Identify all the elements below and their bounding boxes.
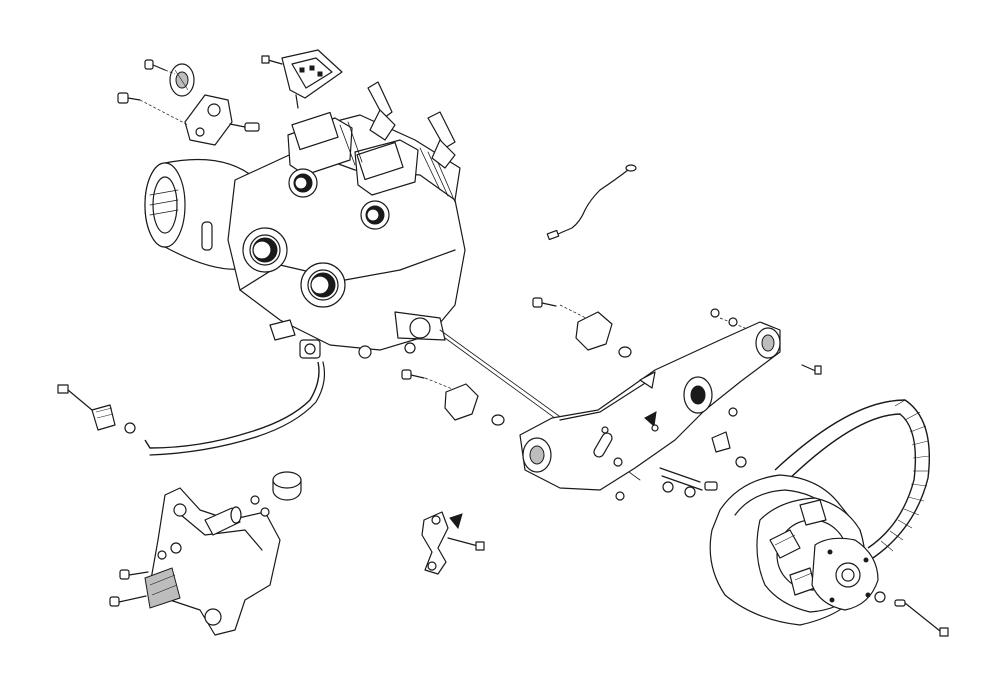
mount-bushing: [444, 311, 632, 426]
starter-handle-assembly: [261, 49, 343, 109]
screw: [447, 537, 485, 551]
spark-plug-caps: [367, 81, 456, 169]
link-rod: [615, 467, 718, 501]
coil-bracket: [184, 94, 233, 146]
throttle-bracket-assembly: [421, 511, 485, 575]
small-bracket: [711, 431, 731, 453]
screw: [261, 55, 283, 65]
belt-teeth: [880, 399, 930, 552]
bolt: [229, 122, 260, 132]
cable-adjuster: [57, 384, 136, 434]
clutch-cover: [811, 537, 879, 611]
bolt: [109, 595, 147, 607]
fuel-line-assembly: [57, 319, 326, 456]
washers: [710, 308, 747, 468]
fuel-hose: [144, 361, 320, 449]
rear-mount-bracket-assembly: [109, 471, 302, 636]
coil-bracket-assembly: [117, 59, 260, 146]
bolt: [144, 59, 166, 71]
pulley-bolt: [874, 591, 949, 637]
bolt: [401, 369, 425, 380]
clutch-weights: [769, 499, 827, 596]
bolt: [801, 364, 822, 375]
bolt: [532, 297, 557, 308]
mount-damper: [272, 471, 302, 501]
cylinder-fins: [339, 121, 456, 203]
drive-belt: [774, 399, 931, 561]
starter-handle: [281, 49, 343, 99]
throttle-bracket: [421, 511, 449, 575]
mount-plate: [519, 321, 781, 491]
intake-ports: [242, 168, 390, 308]
spacer: [204, 506, 242, 536]
rubber-mount: [144, 567, 181, 609]
engine-mount-plate-assembly: [401, 297, 822, 501]
washers: [157, 495, 270, 560]
bolt: [117, 92, 141, 104]
ground-wire: [546, 164, 637, 241]
coil-hub: [169, 63, 195, 97]
engine-block: [144, 81, 466, 359]
bolt: [119, 569, 149, 580]
drive-pulley-assembly: [709, 474, 949, 637]
hose-fitting: [269, 319, 321, 359]
